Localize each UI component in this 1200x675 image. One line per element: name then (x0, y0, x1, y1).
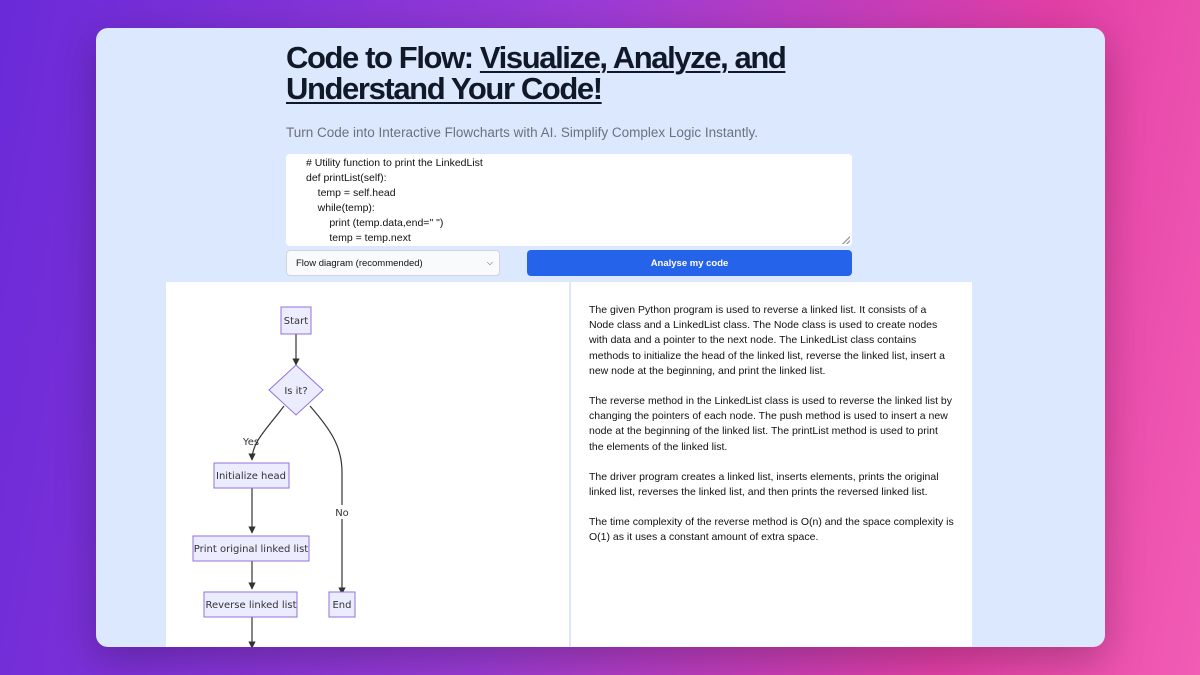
node-init-label: Initialize head (216, 471, 286, 482)
code-line: while(temp): (306, 202, 375, 214)
node-print-label: Print original linked list (194, 544, 309, 555)
controls-row: Flow diagram (recommended) ⌵ Analyse my … (286, 250, 852, 276)
title-link-2[interactable]: Understand Your Code! (286, 71, 603, 106)
edge-label-yes: Yes (242, 437, 259, 448)
flowchart-panel: Yes No Start Is it? Initialize head Prin… (166, 282, 569, 647)
resize-handle-icon[interactable] (842, 236, 850, 244)
node-start-label: Start (284, 316, 309, 327)
edge-no (309, 405, 346, 595)
analysis-text: The given Python program is used to reve… (571, 282, 972, 546)
code-line: temp = self.head (306, 187, 396, 199)
node-reverse[interactable]: Reverse linked list (203, 591, 298, 618)
page-title: Code to Flow: Visualize, Analyze, and Un… (286, 42, 852, 104)
node-reverse-label: Reverse linked list (205, 600, 296, 611)
edge-label-bg (332, 505, 352, 519)
node-decision-label: Is it? (284, 386, 307, 397)
diagram-type-select[interactable]: Flow diagram (recommended) ⌵ (286, 250, 500, 276)
main-content: Code to Flow: Visualize, Analyze, and Un… (286, 28, 852, 276)
flowchart: Yes No Start Is it? Initialize head Prin… (192, 306, 356, 647)
analysis-panel: The given Python program is used to reve… (571, 282, 972, 647)
analysis-paragraph: The reverse method in the LinkedList cla… (589, 395, 953, 453)
analysis-paragraph: The driver program creates a linked list… (589, 470, 939, 499)
analyse-button[interactable]: Analyse my code (527, 250, 852, 276)
page-subtitle: Turn Code into Interactive Flowcharts wi… (286, 125, 758, 140)
code-line: temp = temp.next (306, 232, 411, 244)
node-end[interactable]: End (328, 591, 356, 618)
diagram-type-value: Flow diagram (recommended) (296, 257, 423, 269)
chevron-down-icon: ⌵ (486, 258, 493, 267)
title-lead: Code to Flow: (286, 40, 480, 75)
code-line: print (temp.data,end=" ") (306, 217, 444, 229)
analysis-paragraph: The time complexity of the reverse metho… (589, 516, 954, 544)
node-start[interactable]: Start (280, 306, 312, 335)
code-line: def printList(self): (306, 172, 387, 184)
app-window: Code to Flow: Visualize, Analyze, and Un… (96, 28, 1105, 647)
code-input[interactable]: # Utility function to print the LinkedLi… (286, 154, 852, 246)
node-end-label: End (332, 600, 351, 611)
edge-label-no: No (335, 508, 349, 519)
title-link-1[interactable]: Visualize, Analyze, and (479, 40, 787, 75)
edge-yes (248, 405, 285, 461)
code-line: # Utility function to print the LinkedLi… (306, 157, 483, 169)
node-initialize-head[interactable]: Initialize head (213, 462, 290, 489)
analysis-paragraph: The given Python program is used to reve… (589, 304, 946, 377)
node-print-original[interactable]: Print original linked list (192, 535, 310, 562)
node-decision[interactable]: Is it? (268, 364, 324, 416)
